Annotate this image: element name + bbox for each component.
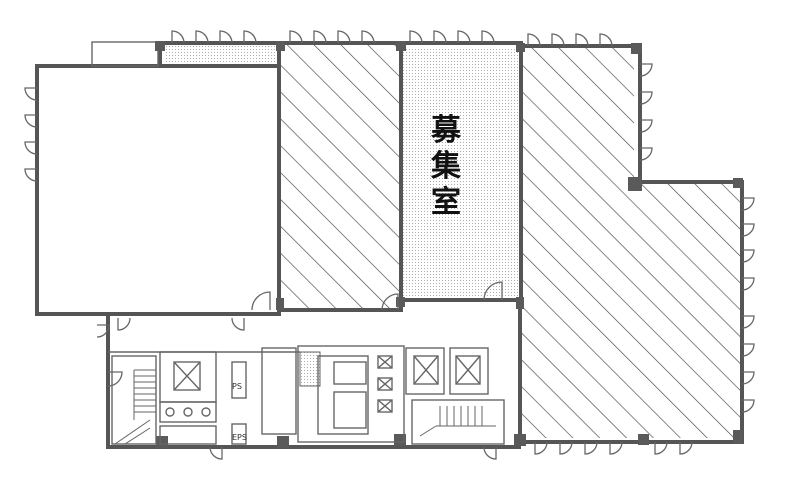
column: [628, 177, 642, 191]
elevator-2-car: [455, 355, 481, 385]
column: [516, 297, 524, 309]
column: [277, 436, 289, 448]
elevator-1: [405, 347, 445, 395]
ps-label: PS: [232, 382, 242, 391]
vacancy-label-char-1: 募: [430, 113, 462, 148]
window-marks-bottom: [534, 441, 693, 455]
window-marks-top: [171, 30, 613, 47]
column: [156, 436, 168, 448]
wash-basins: [159, 401, 217, 423]
eps-label: EPS: [232, 433, 247, 442]
toilet-room-2: [159, 425, 217, 445]
service-core: PS EPS: [111, 345, 505, 445]
column: [396, 41, 406, 51]
window-marks-east: [639, 63, 755, 413]
room-vacancy-outline: [399, 41, 523, 302]
sink-2: [333, 391, 367, 429]
column: [516, 43, 525, 52]
service-dotted: [299, 351, 321, 387]
interior-doors: [96, 281, 503, 460]
wall-bottom-core: [106, 314, 521, 449]
hatched-room-east: [520, 46, 742, 438]
stair-west-treads: [114, 369, 156, 445]
eps-shaft: [231, 423, 247, 445]
room-east-outline: [520, 44, 744, 444]
column: [276, 298, 284, 310]
column: [638, 434, 649, 445]
ps-shaft: [231, 361, 247, 399]
room-west: [35, 64, 281, 316]
hatched-room-middle: [279, 43, 399, 310]
toilet-fixture-x: [173, 361, 201, 391]
elevator-hall: [297, 345, 405, 443]
column: [733, 430, 743, 444]
vent-3: [377, 399, 393, 413]
vent-2: [377, 377, 393, 391]
vacancy-label-char-3: 室: [431, 185, 461, 220]
vacancy-room-strip: [401, 48, 520, 300]
annex-nw: [91, 41, 159, 67]
vacancy-label: 募 集 室: [430, 113, 462, 220]
column: [514, 434, 526, 446]
sink-1: [333, 361, 367, 385]
column: [733, 178, 743, 188]
column: [631, 43, 642, 54]
elevator-1-car: [413, 355, 439, 385]
vacancy-label-char-2: 集: [430, 149, 462, 184]
column: [276, 41, 285, 51]
column: [155, 41, 165, 51]
vent-1: [377, 355, 393, 369]
stair-east: [411, 399, 505, 445]
stair-east-treads: [419, 406, 496, 437]
corridor-dotted-top: [164, 46, 279, 62]
tea-room: [261, 347, 297, 435]
window-marks-west: [24, 87, 38, 182]
column: [396, 297, 405, 307]
columns: [155, 41, 743, 448]
kitchenette: [317, 355, 369, 435]
column: [394, 434, 406, 446]
toilet-fixture: [173, 361, 201, 391]
room-fills: [164, 43, 742, 438]
elevator-2: [449, 347, 489, 395]
